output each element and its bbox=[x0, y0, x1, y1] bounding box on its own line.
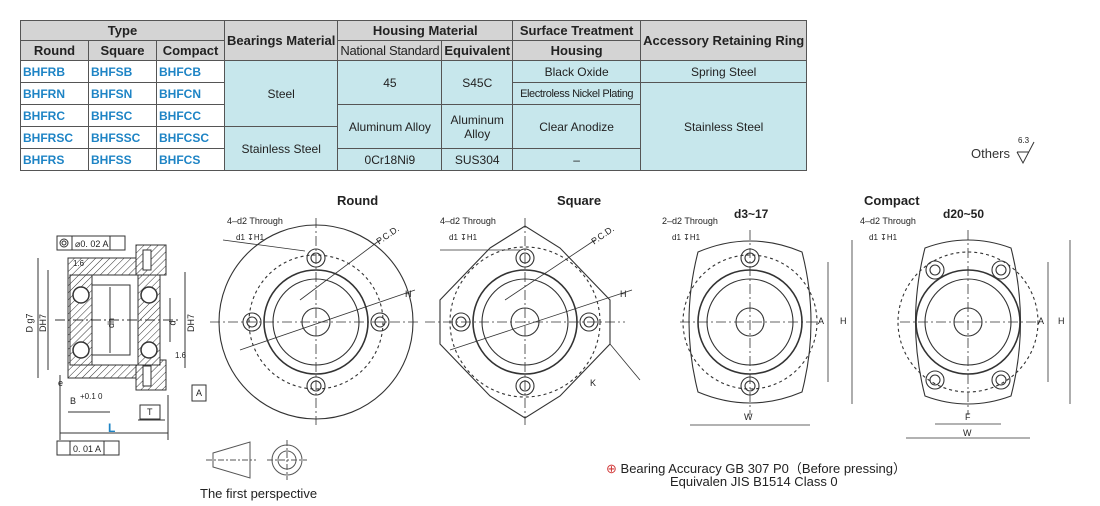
label-f-large: F bbox=[965, 412, 971, 422]
housing-45: 45 bbox=[337, 60, 443, 105]
label-h-small: H bbox=[840, 316, 847, 326]
header-surface-treatment: Surface Treatment bbox=[512, 20, 642, 41]
label-h-large: H bbox=[1058, 316, 1065, 326]
section-view bbox=[37, 235, 207, 456]
note-2d2-compact: 2–d2 Through bbox=[662, 216, 718, 226]
bearing-accuracy-line2: Equivalen JIS B1514 Class 0 bbox=[670, 474, 838, 489]
note-4d2-compact: 4–d2 Through bbox=[860, 216, 916, 226]
compact-outline-large bbox=[915, 239, 1021, 405]
spec-table: Type Bearings Material Housing Material … bbox=[20, 20, 808, 171]
type-code: BHFCN bbox=[156, 82, 225, 105]
label-w-small: W bbox=[744, 412, 753, 422]
label-d20-50: d20~50 bbox=[943, 207, 985, 221]
type-code: BHFCB bbox=[156, 60, 225, 83]
label-d3-17: d3~17 bbox=[734, 207, 769, 221]
label-e: e bbox=[58, 378, 64, 388]
square-outline bbox=[439, 225, 611, 419]
others-roughness-value: 6.3 bbox=[1018, 136, 1030, 145]
note-4d2-square: 4–d2 Through bbox=[440, 216, 496, 226]
rough-right: 1.6 bbox=[175, 351, 187, 360]
round-flange-view bbox=[210, 218, 420, 425]
type-code: BHFRB bbox=[20, 60, 89, 83]
compact-view-small bbox=[680, 230, 853, 426]
header-type: Type bbox=[20, 20, 225, 41]
header-accessory-ring: Accessory Retaining Ring bbox=[640, 20, 808, 61]
compact-view-large bbox=[897, 230, 1071, 439]
label-dh: dh bbox=[106, 317, 117, 329]
first-perspective-label: The first perspective bbox=[200, 486, 318, 501]
note-d1-round: d1 ↧H1 bbox=[236, 233, 265, 242]
label-w-large: W bbox=[963, 428, 972, 438]
bearing-accuracy-line1: ⊕ Bearing Accuracy GB 307 P0（Before pres… bbox=[606, 461, 906, 476]
header-square: Square bbox=[88, 40, 157, 61]
label-h-square: H bbox=[620, 289, 627, 299]
label-round: Round bbox=[337, 193, 379, 208]
label-a-small: A bbox=[818, 316, 825, 326]
note-d1-compact-large: d1 ↧H1 bbox=[869, 233, 898, 242]
square-flange-view bbox=[425, 218, 641, 425]
rough-top: 1.6 bbox=[73, 259, 85, 268]
bearings-stainless: Stainless Steel bbox=[223, 126, 339, 171]
label-h-round: H bbox=[405, 289, 412, 299]
label-square: Square bbox=[557, 193, 602, 208]
note-d1-compact: d1 ↧H1 bbox=[672, 233, 701, 242]
label-k-square: K bbox=[590, 378, 597, 388]
type-code: BHFRC bbox=[20, 104, 89, 127]
label-datum-a: A bbox=[196, 388, 203, 398]
surface-clear: Clear Anodize bbox=[512, 104, 642, 149]
header-round: Round bbox=[20, 40, 89, 61]
type-code: BHFRSC bbox=[20, 126, 89, 149]
label-dh7: DH7 bbox=[38, 313, 49, 333]
header-housing: Housing bbox=[512, 40, 642, 61]
housing-0cr: 0Cr18Ni9 bbox=[337, 148, 443, 171]
housing-al-eq: Aluminum Alloy bbox=[441, 104, 514, 149]
type-code: BHFRN bbox=[20, 82, 89, 105]
flatness-frame bbox=[56, 235, 126, 251]
housing-s45c: S45C bbox=[441, 60, 514, 105]
label-d: d bbox=[167, 320, 178, 326]
header-national-standard: National Standard bbox=[337, 40, 443, 61]
label-b-tol: +0.1 0 bbox=[80, 392, 103, 401]
type-code: BHFSS bbox=[88, 148, 157, 171]
label-b: B bbox=[70, 396, 77, 406]
housing-al: Aluminum Alloy bbox=[337, 104, 443, 149]
ring-stainless: Stainless Steel bbox=[640, 82, 808, 171]
surface-none: – bbox=[512, 148, 642, 171]
roughness-symbol bbox=[1016, 141, 1035, 165]
compact-outline-small bbox=[688, 240, 812, 404]
type-code: BHFCS bbox=[156, 148, 225, 171]
label-compact: Compact bbox=[864, 193, 920, 208]
note-4d2-round: 4–d2 Through bbox=[227, 216, 283, 226]
note-d1-square: d1 ↧H1 bbox=[449, 233, 478, 242]
ring-spring: Spring Steel bbox=[640, 60, 808, 83]
type-code: BHFCSC bbox=[156, 126, 225, 149]
label-a-large: A bbox=[1038, 316, 1045, 326]
flatness-value: ⌀0. 02 A bbox=[75, 239, 109, 249]
bearings-steel: Steel bbox=[223, 60, 339, 127]
others-label: Others bbox=[971, 146, 1011, 161]
label-dh7-right: DH7 bbox=[186, 313, 197, 333]
label-l: L bbox=[108, 421, 116, 435]
first-perspective-symbol bbox=[206, 440, 307, 480]
label-t: T bbox=[147, 407, 153, 417]
header-housing-material: Housing Material bbox=[337, 20, 514, 41]
surface-nickel: Electroless Nickel Plating bbox=[512, 82, 642, 105]
housing-sus: SUS304 bbox=[441, 148, 514, 171]
type-code: BHFSC bbox=[88, 104, 157, 127]
perp-frame bbox=[56, 440, 120, 456]
label-dg7: D g7 bbox=[24, 313, 35, 333]
type-code: BHFCC bbox=[156, 104, 225, 127]
perp-value: 0. 01 A bbox=[73, 444, 102, 454]
